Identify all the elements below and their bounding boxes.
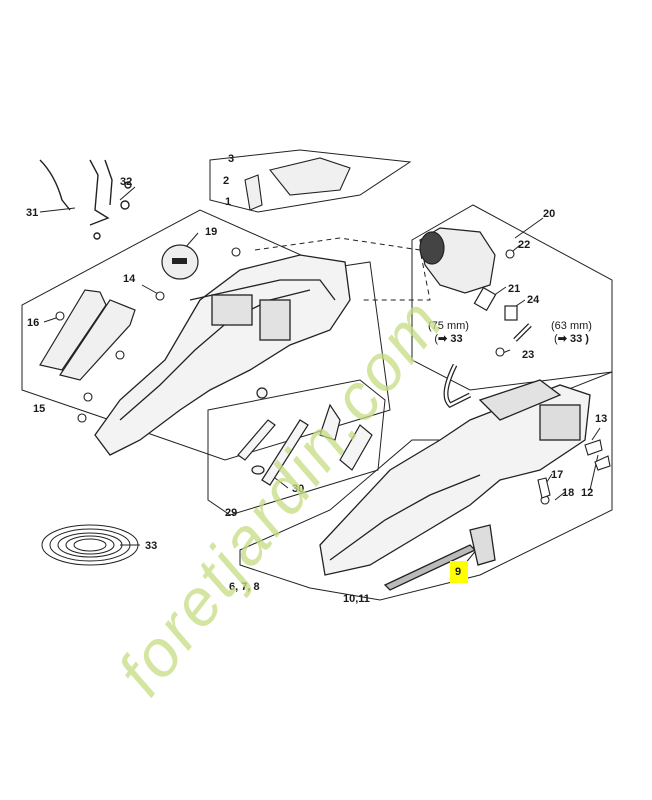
callout-10-11: 10,11 (343, 593, 370, 605)
callout-3: 3 (228, 153, 235, 165)
callout-22: 22 (518, 239, 531, 251)
callout-33: 33 (145, 540, 158, 552)
note-63mm-ref-line: (➡ 33 ) (554, 333, 589, 345)
small-parts-right (537, 439, 611, 499)
top-parts (244, 157, 351, 211)
callout-1: 1 (225, 196, 232, 208)
callout-32: 32 (120, 176, 133, 188)
note-75mm-size: (75 mm) (428, 320, 469, 332)
group-frame-bottom (239, 371, 613, 601)
callout-16: 16 (27, 317, 40, 329)
callout-23: 23 (522, 349, 535, 361)
callout-14: 14 (123, 273, 136, 285)
gasket-33 (41, 524, 139, 566)
callout-17: 17 (551, 469, 564, 481)
screws (55, 247, 550, 505)
callout-30: 30 (292, 483, 305, 495)
left-housing (94, 254, 351, 456)
callout-9-highlighted: 9 (450, 561, 469, 583)
lever-parts-29 (237, 387, 373, 486)
disc-19 (161, 244, 199, 280)
callout-15: 15 (33, 403, 46, 415)
note-63mm: (63 mm) (➡ 33 ) (551, 320, 592, 346)
note-63mm-ref: 33 ) (569, 333, 589, 345)
note-75mm-ref: 33 (450, 333, 463, 345)
callout-12: 12 (581, 487, 594, 499)
handle-bracket (39, 159, 132, 240)
main-housing (319, 379, 591, 591)
callout-6-7-8: 6, 7, 8 (229, 581, 260, 593)
group-frame-29 (207, 379, 386, 516)
arrow-icon: ➡ (438, 333, 448, 345)
callout-2: 2 (223, 175, 230, 187)
callout-29: 29 (225, 507, 238, 519)
callout-21: 21 (508, 283, 521, 295)
callout-24: 24 (527, 294, 540, 306)
hose-75mm (443, 363, 472, 409)
note-75mm: (75 mm) (➡ 33 (428, 320, 469, 346)
group-frame-top (209, 149, 412, 213)
note-75mm-ref-line: (➡ 33 (434, 333, 463, 345)
cover-plate-16 (39, 289, 136, 381)
note-63mm-size: (63 mm) (551, 320, 592, 332)
callout-31: 31 (26, 207, 39, 219)
callout-20: 20 (543, 208, 556, 220)
callout-19: 19 (205, 226, 218, 238)
callout-18: 18 (562, 487, 575, 499)
arrow-icon: ➡ (557, 333, 567, 345)
callout-13: 13 (595, 413, 608, 425)
tank-20 (419, 227, 518, 321)
